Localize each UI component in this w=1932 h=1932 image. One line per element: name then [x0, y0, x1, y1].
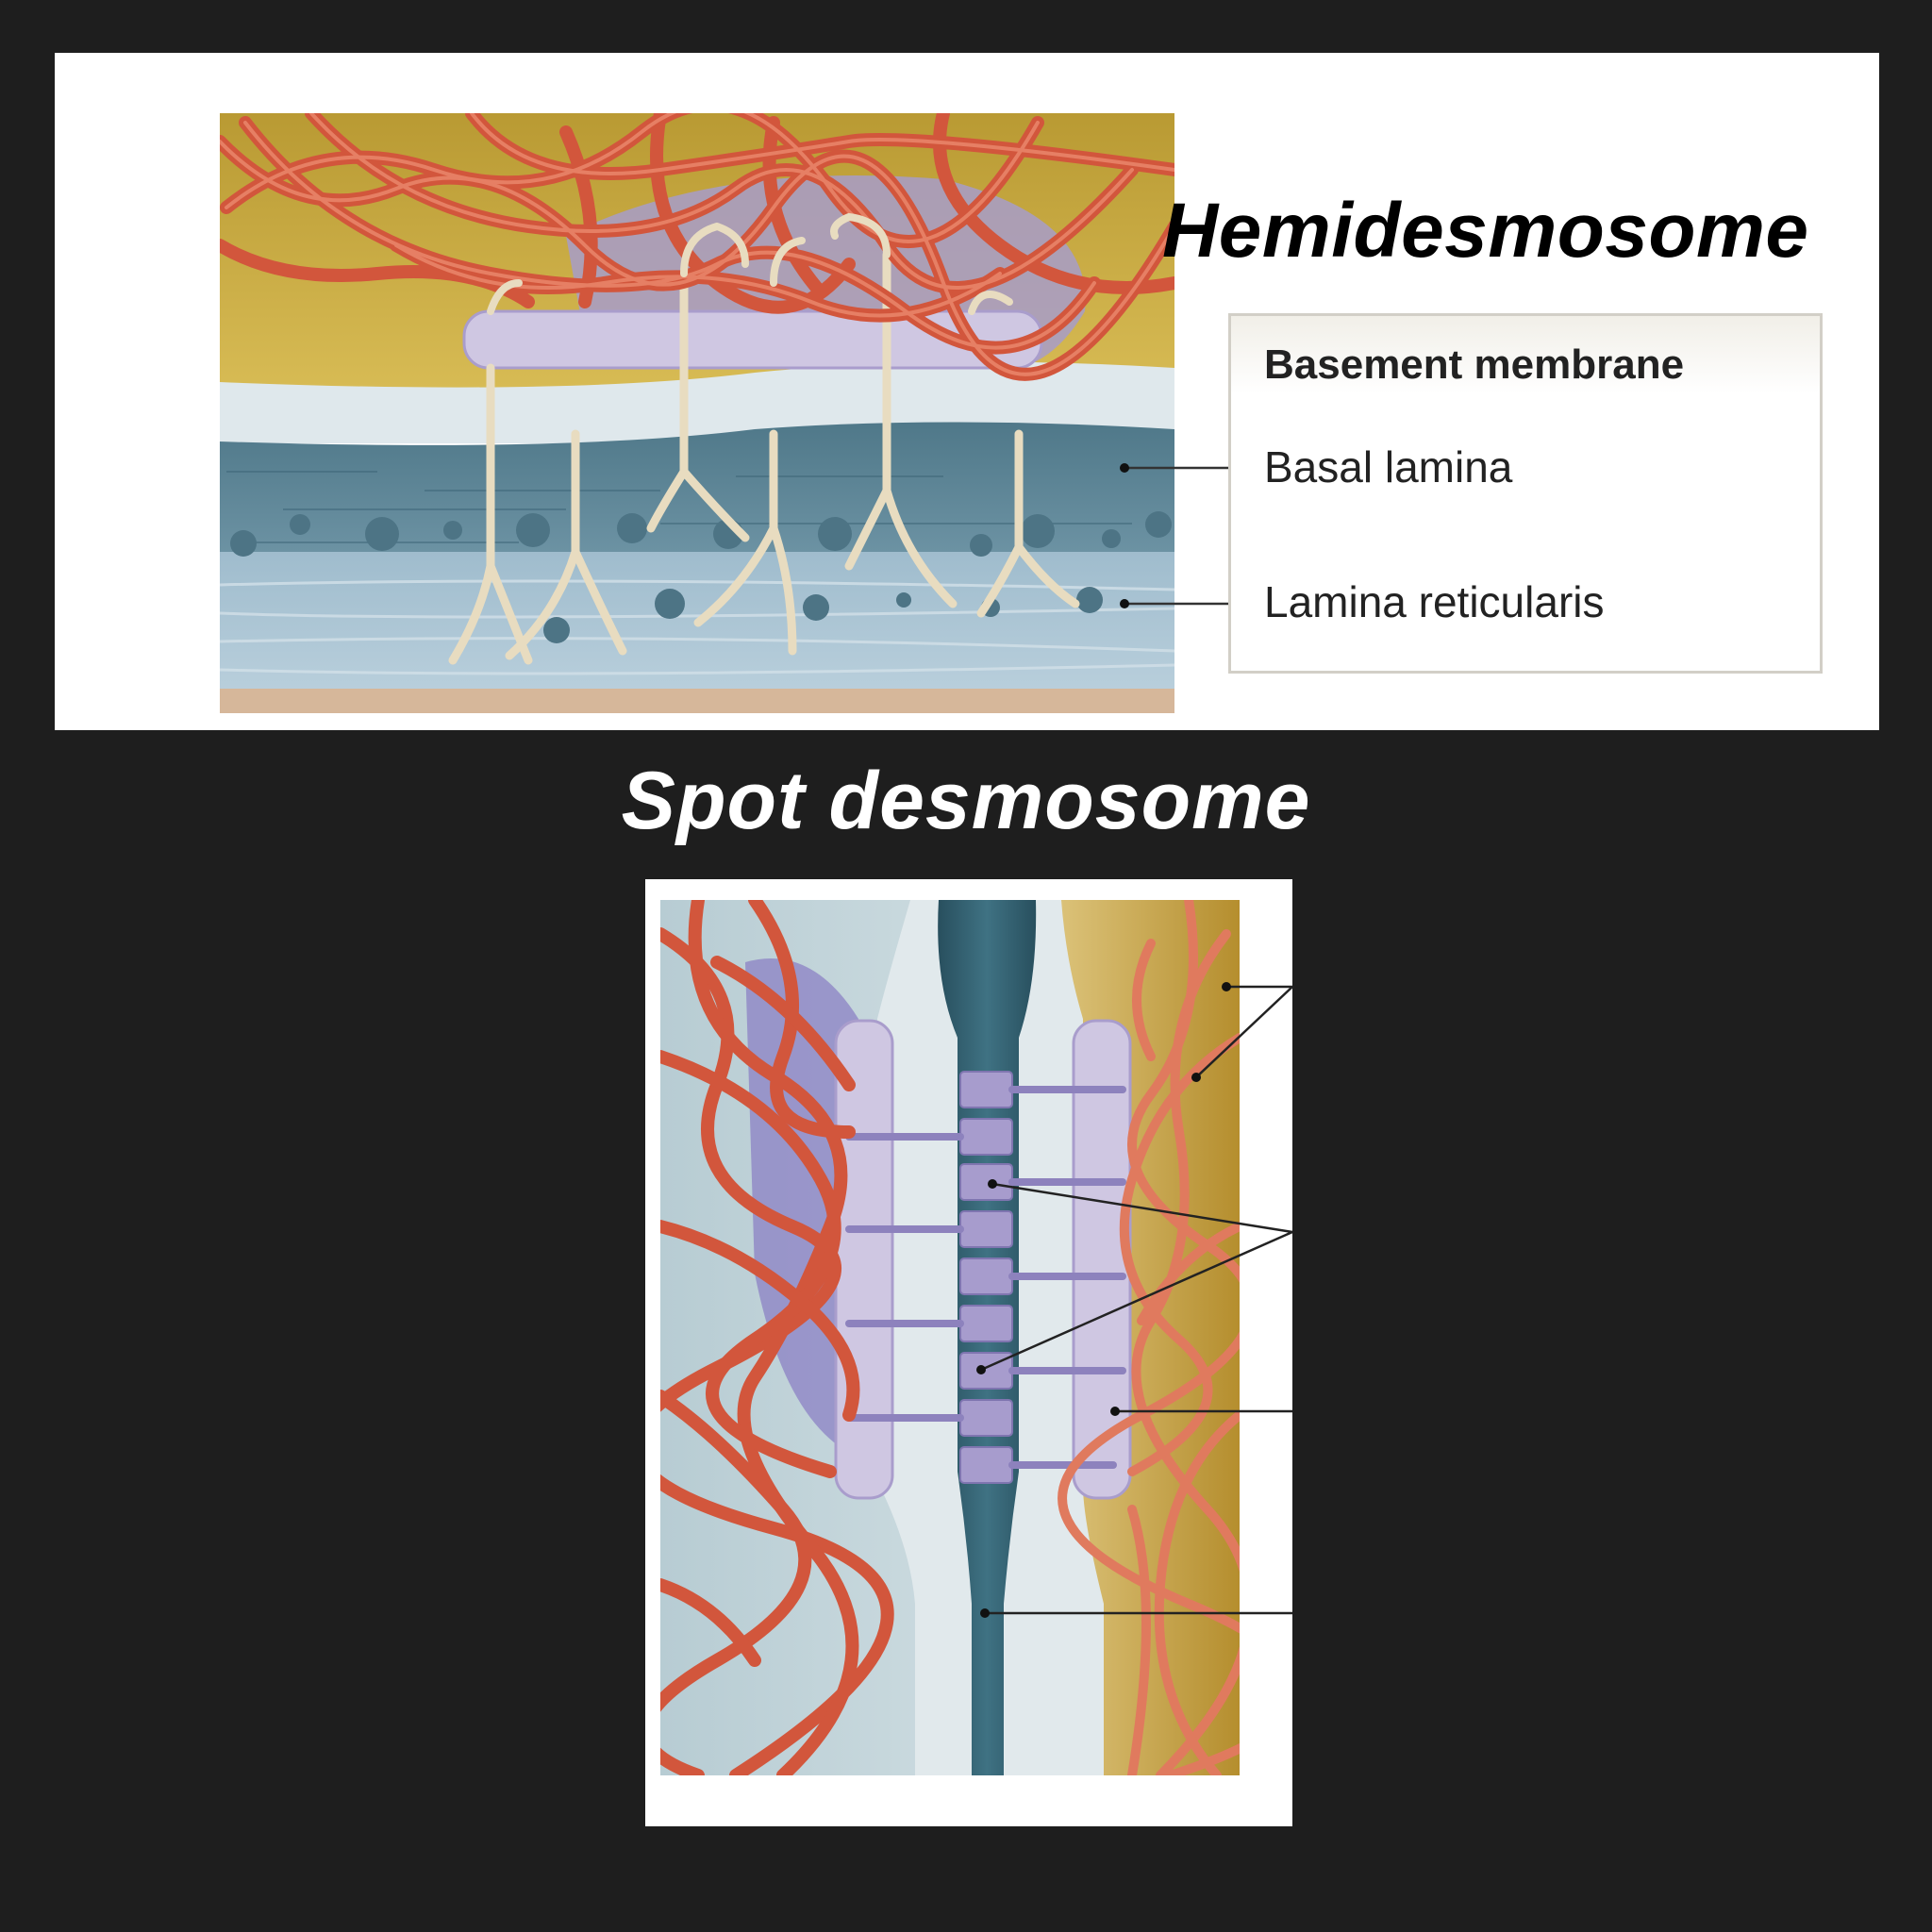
spot-pointers — [980, 985, 1293, 1615]
linker-glycoproteins — [845, 1071, 1126, 1484]
right-intermediate-filaments — [1058, 900, 1240, 1775]
basement-membrane-legend — [1228, 313, 1823, 674]
legend-item-lamina-reticularis: Lamina reticularis — [1264, 577, 1605, 626]
connective-tissue — [220, 689, 1174, 713]
hemidesmosome-artwork — [220, 113, 1174, 713]
spot-desmosome-artwork — [660, 900, 1240, 1775]
spot-desmosome-title: Spot desmosome — [621, 756, 1311, 846]
legend-heading: Basement membrane — [1264, 341, 1685, 388]
legend-pointers — [1120, 463, 1243, 608]
hemidesmosome-title: Hemidesmosome — [1162, 188, 1809, 274]
anchoring-filaments — [448, 250, 1080, 665]
left-intermediate-filaments — [660, 900, 894, 1775]
legend-item-basal-lamina: Basal lamina — [1264, 442, 1513, 491]
anchoring-granules — [230, 511, 1172, 643]
left-plaque — [834, 1019, 894, 1500]
